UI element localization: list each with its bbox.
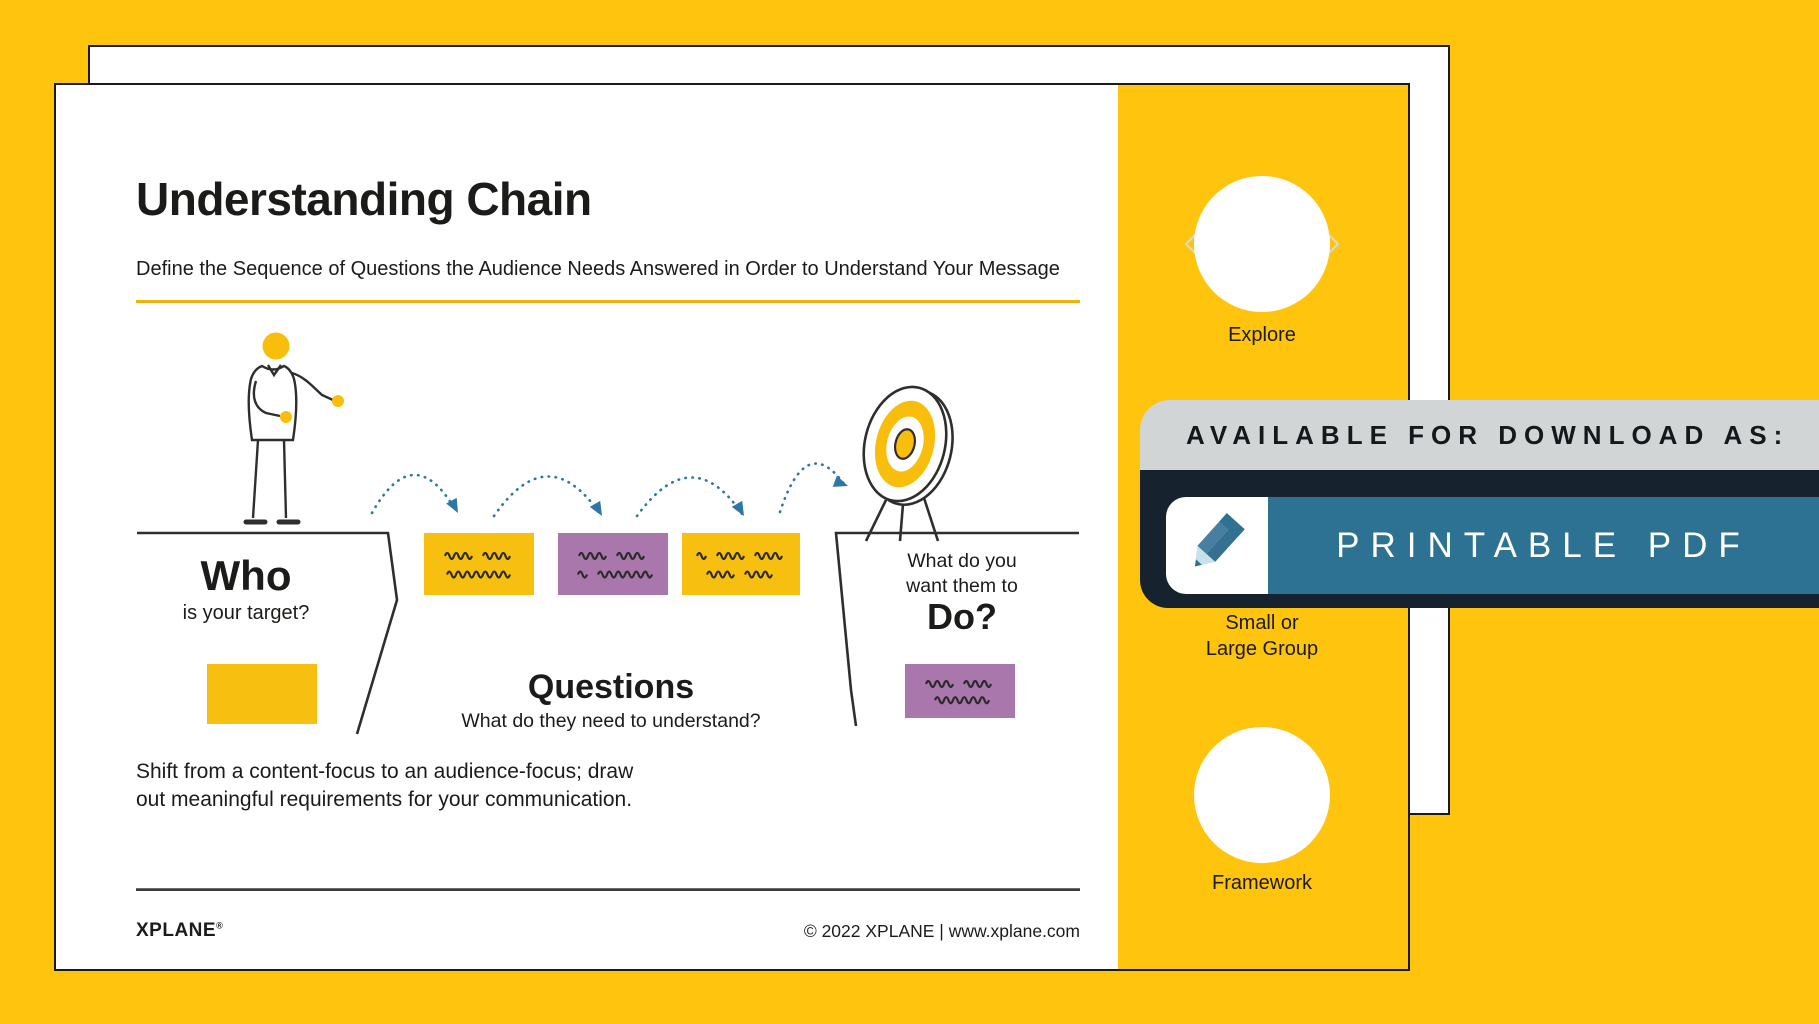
page-subtitle: Define the Sequence of Questions the Aud… [136, 258, 1060, 280]
do-heading: Do? [927, 596, 997, 637]
pencil-tile[interactable] [1166, 497, 1268, 594]
page-title: Understanding Chain [136, 173, 592, 225]
printable-pdf-label: PRINTABLE PDF [1268, 497, 1819, 594]
sidebar-item-group-line2: Large Group [1205, 638, 1319, 660]
do-line1: What do you [907, 550, 1017, 572]
sidebar-item-framework: Framework [1211, 872, 1312, 894]
subtitle-rule [136, 300, 1080, 303]
who-heading: Who [200, 552, 292, 599]
pencil-icon [1194, 512, 1245, 567]
note-line1: Shift from a content-focus to an audienc… [136, 760, 634, 783]
questions-heading: Questions [527, 668, 695, 706]
banner-heading: AVAILABLE FOR DOWNLOAD AS: [1140, 400, 1819, 470]
do-line2: want them to [906, 575, 1018, 597]
banner-body: PRINTABLE PDF [1140, 470, 1819, 608]
framework-icon-circle [1194, 727, 1330, 863]
sidebar-item-explore: Explore [1228, 324, 1296, 346]
explore-icon-circle [1194, 176, 1330, 312]
copyright-text: © 2022 XPLANE | www.xplane.com [803, 921, 1080, 941]
who-subheading: is your target? [182, 602, 310, 624]
registered-mark: ® [216, 920, 224, 931]
download-banner: AVAILABLE FOR DOWNLOAD AS: PRINTABLE PD [1140, 400, 1819, 608]
printable-pdf-button[interactable]: PRINTABLE PDF [1166, 497, 1819, 594]
note-line2: out meaningful requirements for your com… [136, 788, 633, 811]
sidebar-item-group-line1: Small or [1225, 612, 1299, 634]
xplane-logo: XPLANE® [136, 920, 224, 941]
footer-rule [136, 888, 1080, 891]
questions-subheading: What do they need to understand? [461, 710, 761, 732]
